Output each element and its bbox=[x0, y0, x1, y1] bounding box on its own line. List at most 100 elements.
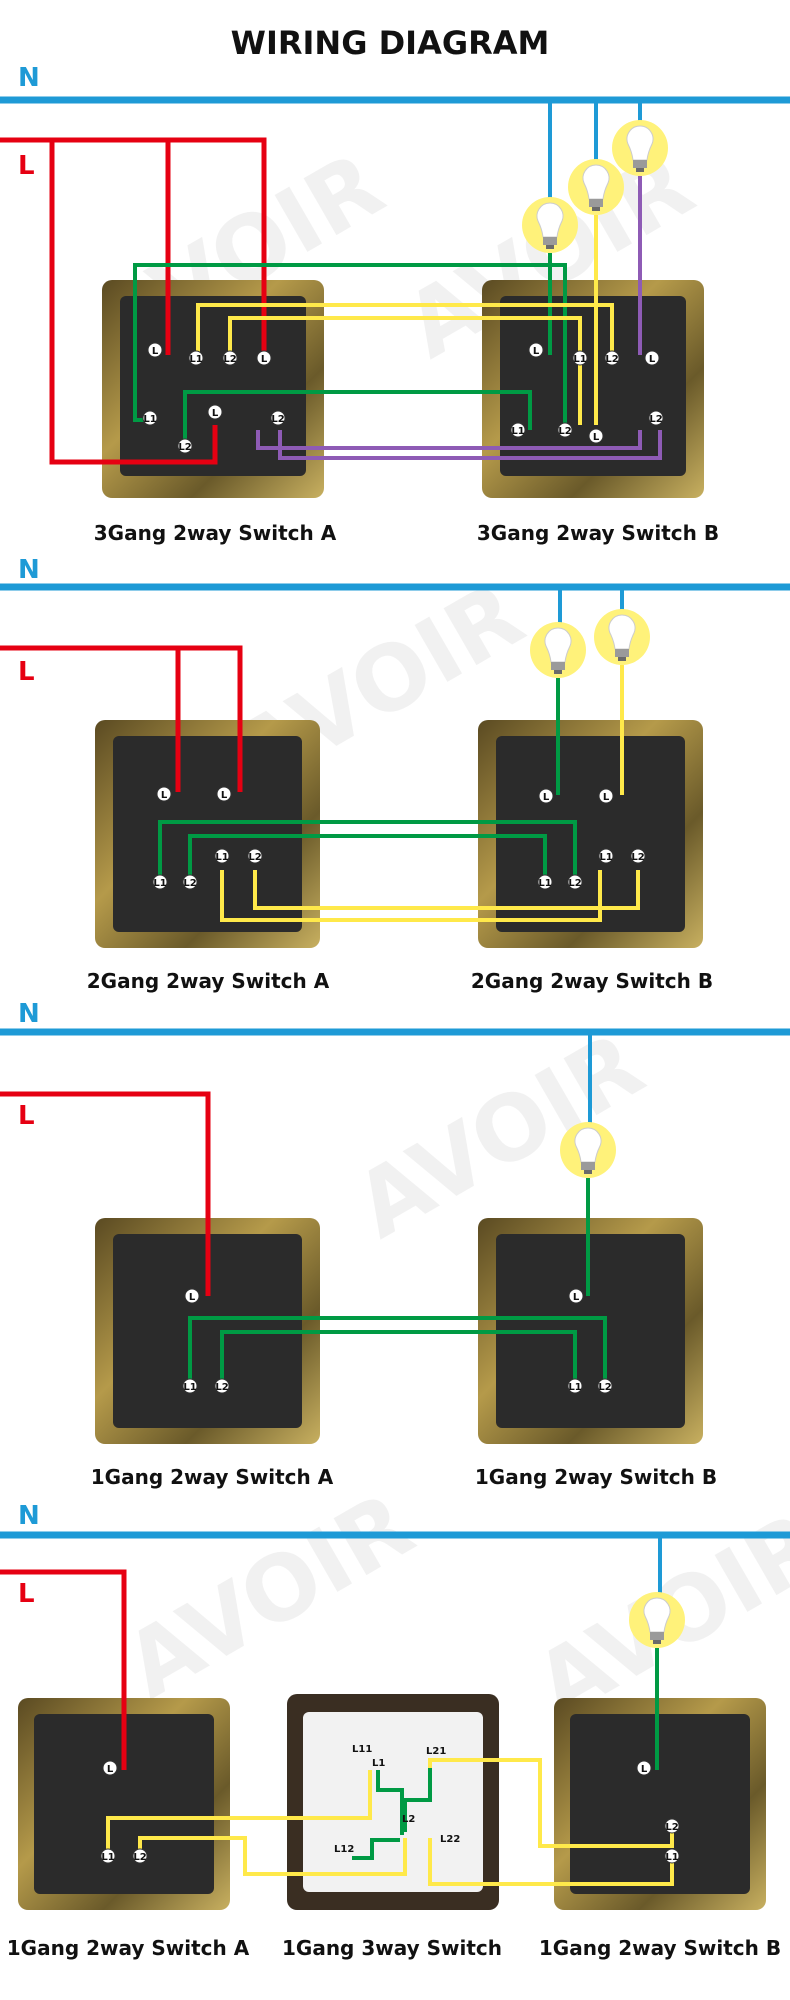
terminals-a: L L1 L2 bbox=[100, 1760, 148, 1864]
light-bulb-icon bbox=[628, 1591, 686, 1649]
neutral-label: N bbox=[18, 1501, 40, 1531]
terminals-b: L L2 L1 bbox=[636, 1760, 680, 1864]
live-label: L bbox=[18, 657, 35, 687]
svg-text:L1: L1 bbox=[538, 878, 551, 889]
svg-text:L: L bbox=[107, 1764, 114, 1775]
svg-text:L1: L1 bbox=[372, 1758, 385, 1769]
live-wires bbox=[0, 645, 243, 792]
svg-text:L1: L1 bbox=[599, 852, 612, 863]
svg-text:L11: L11 bbox=[352, 1744, 372, 1755]
svg-text:L: L bbox=[641, 1764, 648, 1775]
svg-text:L: L bbox=[603, 792, 610, 803]
live-wires bbox=[0, 1091, 211, 1296]
svg-text:L2: L2 bbox=[215, 1382, 228, 1393]
switch-plate-b bbox=[482, 280, 704, 498]
svg-text:L: L bbox=[543, 792, 550, 803]
svg-text:L2: L2 bbox=[558, 426, 571, 437]
terminals-a: L L1 L2 L L1 L2 L L2 bbox=[142, 342, 286, 454]
svg-text:L21: L21 bbox=[426, 1746, 446, 1757]
svg-text:L1: L1 bbox=[143, 414, 156, 425]
watermark: AVOIR bbox=[109, 1473, 431, 1719]
terminals-b: L L1 L2 L L1 L2 L L2 bbox=[510, 342, 664, 444]
svg-text:L: L bbox=[161, 790, 168, 801]
switch-plate-b bbox=[554, 1698, 766, 1910]
lamp-feeds bbox=[556, 665, 624, 795]
neutral-label: N bbox=[18, 555, 40, 585]
neutral-label: N bbox=[18, 63, 40, 93]
svg-text:L2: L2 bbox=[598, 1382, 611, 1393]
neutral-label: N bbox=[18, 999, 40, 1029]
live-wires bbox=[0, 1569, 127, 1770]
svg-text:L: L bbox=[573, 1292, 580, 1303]
traveller-green bbox=[352, 1768, 432, 1860]
caption-switch-a: 2Gang 2way Switch A bbox=[87, 969, 330, 993]
light-bulb-icon bbox=[611, 119, 669, 177]
svg-text:L1: L1 bbox=[511, 426, 524, 437]
svg-text:L1: L1 bbox=[183, 1382, 196, 1393]
svg-text:L2: L2 bbox=[183, 878, 196, 889]
svg-text:L1: L1 bbox=[153, 878, 166, 889]
traveller-green bbox=[158, 820, 577, 880]
svg-text:L: L bbox=[593, 432, 600, 443]
traveller-yellow bbox=[196, 303, 614, 425]
svg-text:L1: L1 bbox=[215, 852, 228, 863]
switch-plate-a bbox=[18, 1698, 230, 1910]
switch-plate-3way bbox=[287, 1694, 499, 1910]
page-title: WIRING DIAGRAM bbox=[231, 24, 550, 62]
light-bulb-icon bbox=[559, 1121, 617, 1179]
live-label: L bbox=[18, 1579, 35, 1609]
traveller-yellow bbox=[220, 870, 640, 922]
traveller-yellow bbox=[106, 1758, 674, 1886]
svg-text:L2: L2 bbox=[223, 354, 236, 365]
svg-text:L2: L2 bbox=[649, 414, 662, 425]
svg-text:L2: L2 bbox=[133, 1852, 146, 1863]
section-3way: N L bbox=[0, 1501, 790, 1960]
svg-text:L: L bbox=[221, 790, 228, 801]
caption-switch-b: 3Gang 2way Switch B bbox=[477, 521, 719, 545]
switch-plate-a bbox=[95, 1218, 320, 1444]
svg-text:L1: L1 bbox=[573, 354, 586, 365]
light-bulb-icon bbox=[529, 621, 587, 679]
svg-text:L1: L1 bbox=[189, 354, 202, 365]
svg-text:L2: L2 bbox=[665, 1822, 678, 1833]
svg-text:L: L bbox=[649, 354, 656, 365]
light-bulb-icon bbox=[567, 158, 625, 216]
caption-switch-b: 1Gang 2way Switch B bbox=[475, 1465, 717, 1489]
svg-text:L: L bbox=[152, 346, 159, 357]
section-2gang: N L bbox=[0, 555, 790, 993]
caption-switch-a: 3Gang 2way Switch A bbox=[94, 521, 337, 545]
svg-text:L1: L1 bbox=[665, 1852, 678, 1863]
svg-text:L2: L2 bbox=[402, 1814, 415, 1825]
svg-text:L1: L1 bbox=[568, 1382, 581, 1393]
caption-switch-a: 1Gang 2way Switch A bbox=[91, 1465, 334, 1489]
live-wires bbox=[0, 137, 267, 465]
traveller-purple bbox=[256, 430, 662, 460]
svg-text:L: L bbox=[212, 408, 219, 419]
caption-3way-switch: 1Gang 3way Switch bbox=[282, 1936, 502, 1960]
switch-plate-b bbox=[478, 1218, 703, 1444]
svg-text:L2: L2 bbox=[271, 414, 284, 425]
section-1gang: N L L L1 L2 L L1 L2 1G bbox=[0, 999, 790, 1489]
svg-text:L12: L12 bbox=[334, 1844, 354, 1855]
svg-text:L: L bbox=[261, 354, 268, 365]
traveller-green bbox=[188, 1316, 607, 1380]
svg-text:L: L bbox=[189, 1292, 196, 1303]
svg-text:L2: L2 bbox=[248, 852, 261, 863]
svg-text:L2: L2 bbox=[178, 442, 191, 453]
neutral-drops bbox=[548, 100, 642, 200]
section-3gang: N L bbox=[0, 63, 790, 545]
neutral-drops bbox=[558, 587, 624, 625]
svg-text:L22: L22 bbox=[440, 1834, 460, 1845]
live-label: L bbox=[18, 1101, 35, 1131]
svg-text:L2: L2 bbox=[568, 878, 581, 889]
svg-text:L2: L2 bbox=[605, 354, 618, 365]
terminals-b: L L1 L2 bbox=[567, 1288, 613, 1394]
svg-text:L: L bbox=[533, 346, 540, 357]
terminals-a: L L1 L2 bbox=[182, 1288, 230, 1394]
caption-switch-a: 1Gang 2way Switch A bbox=[7, 1936, 250, 1960]
svg-text:L1: L1 bbox=[101, 1852, 114, 1863]
svg-text:L2: L2 bbox=[631, 852, 644, 863]
caption-switch-b: 2Gang 2way Switch B bbox=[471, 969, 713, 993]
terminals-3way: L11 L1 L21 L2 L12 L22 bbox=[334, 1744, 460, 1855]
